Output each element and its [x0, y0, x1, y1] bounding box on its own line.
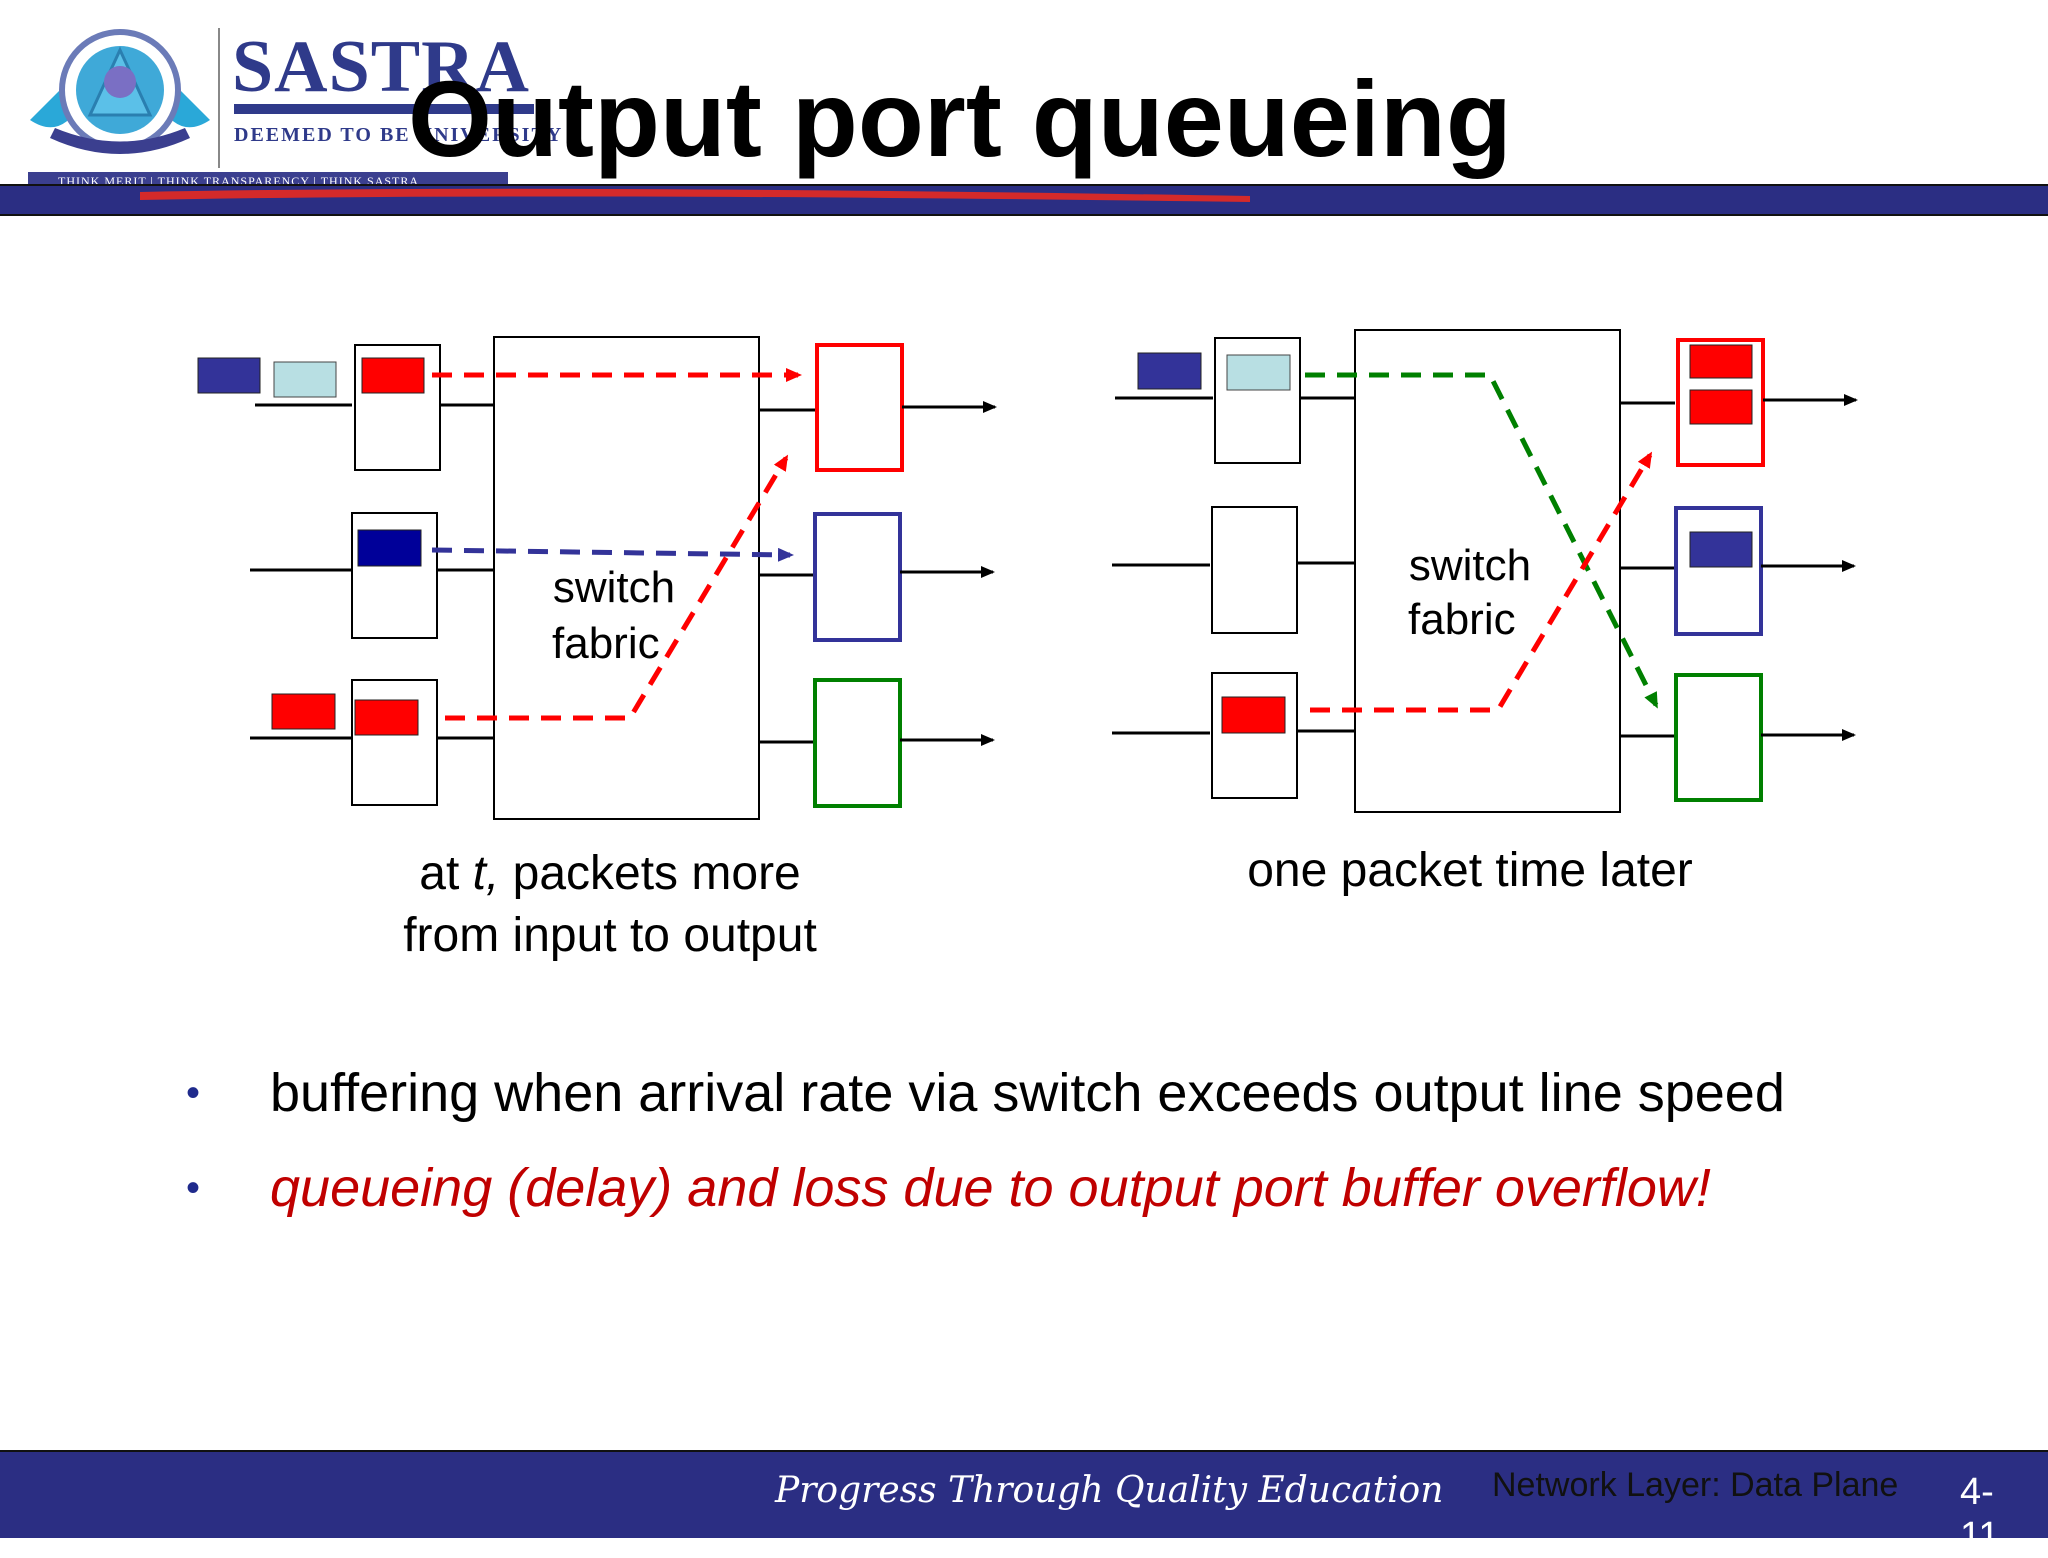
footer-chapter: Network Layer: Data Plane: [1492, 1466, 1899, 1504]
input-port: [351, 679, 438, 806]
logo-tagline: DEEMED TO BE UNIVERSITY: [234, 124, 564, 146]
header-swoosh: [140, 188, 1250, 202]
switch-fabric: [493, 336, 760, 820]
output-port-blue: [1674, 506, 1763, 636]
right-caption: one packet time later: [1247, 844, 1693, 897]
fabric-label: switch: [1409, 541, 1531, 590]
footer-motto: Progress Through Quality Education: [775, 1470, 1444, 1511]
bullet-item: • buffering when arrival rate via switch…: [186, 1055, 2026, 1150]
input-port: [1211, 672, 1298, 799]
caption-italic: t,: [472, 847, 500, 900]
right-switch: switch fabric: [1112, 329, 1858, 813]
logo-subline-bar: [234, 104, 534, 114]
header-bar: [0, 184, 2048, 216]
left-switch: switch fabric: [197, 336, 997, 820]
caption-text: packets more: [499, 847, 801, 900]
path-blue: [431, 547, 794, 562]
packet: [273, 361, 337, 398]
path-red: [445, 454, 789, 721]
switch-fabric: [1354, 329, 1621, 813]
packet: [1226, 354, 1291, 391]
packet: [357, 529, 422, 567]
packet: [1689, 531, 1753, 568]
packet: [1689, 389, 1753, 425]
packet: [1137, 352, 1202, 390]
bullet-dot: •: [186, 1071, 201, 1115]
switch-diagram: switch fabric: [197, 329, 1858, 820]
packet: [354, 699, 419, 736]
path-green: [1305, 372, 1659, 709]
packet: [271, 693, 336, 730]
bullet-dot: •: [186, 1166, 201, 1210]
caption-text: at: [419, 847, 473, 900]
packet: [197, 357, 261, 394]
packet: [361, 357, 425, 394]
page-title: Output port queueing: [408, 58, 1512, 179]
bullet-text: queueing (delay) and loss due to output …: [270, 1158, 1711, 1218]
packet: [1221, 696, 1286, 734]
fabric-label: switch: [553, 563, 675, 612]
bullet-list: • buffering when arrival rate via switch…: [186, 1055, 2026, 1245]
input-port: [1211, 506, 1298, 634]
output-port-red: [815, 343, 904, 472]
footer-bar: Progress Through Quality Education Netwo…: [0, 1450, 2048, 1557]
logo-divider: [218, 28, 220, 168]
left-caption: at t, packets more from input to output: [340, 843, 880, 967]
output-port-blue: [813, 512, 902, 642]
output-port-green: [1674, 673, 1763, 802]
bullet-item: • queueing (delay) and loss due to outpu…: [186, 1150, 2026, 1245]
fabric-label: fabric: [1408, 595, 1516, 644]
bullet-text: buffering when arrival rate via switch e…: [270, 1063, 1785, 1123]
logo-emblem-icon: [30, 29, 210, 154]
output-port-green: [813, 678, 902, 808]
path-red: [1310, 451, 1653, 713]
page-number: 4- 11: [1960, 1471, 2000, 1557]
packet: [1689, 344, 1753, 379]
logo-wordmark: SASTRA: [232, 26, 530, 108]
caption-text: from input to output: [403, 909, 817, 962]
fabric-label: fabric: [552, 619, 660, 668]
